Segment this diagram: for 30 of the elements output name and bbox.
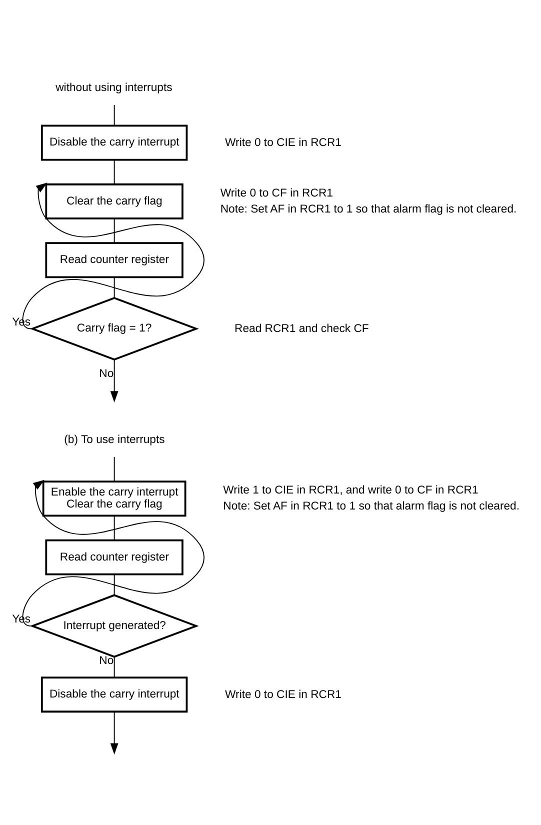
node-box: Disable the carry interrupt bbox=[40, 676, 188, 713]
connector bbox=[114, 656, 115, 678]
connector bbox=[114, 276, 115, 298]
edge-label: No bbox=[99, 368, 114, 380]
arrow bbox=[22, 480, 205, 626]
node-box: Clear the carry flag bbox=[45, 183, 184, 220]
node-box: Enable the carry interrupt Clear the carry flag bbox=[42, 480, 186, 517]
arrow bbox=[110, 711, 118, 755]
node-label: Write 0 to CIE in RCR1 bbox=[225, 688, 342, 701]
node-label: Read RCR1 and check CF bbox=[234, 323, 369, 336]
arrow bbox=[22, 182, 205, 330]
node-label: Write 0 to CIE in RCR1 bbox=[225, 137, 342, 150]
connector bbox=[114, 218, 115, 244]
node-box: Disable the carry interrupt bbox=[40, 124, 188, 161]
connector bbox=[114, 574, 115, 596]
connector bbox=[114, 159, 115, 185]
node-box: Read counter register bbox=[45, 539, 184, 576]
connector bbox=[114, 515, 115, 540]
node-label: Note: Set AF in RCR1 to 1 so that alarm flag is not cleared. bbox=[220, 203, 517, 216]
node-box: Read counter register bbox=[45, 242, 184, 278]
connector bbox=[114, 456, 115, 482]
node-label: Write 1 to CIE in RCR1, and write 0 to CF in RCR1 bbox=[223, 484, 478, 497]
node-label: Write 0 to CF in RCR1 bbox=[220, 187, 333, 200]
node-diamond: Carry flag = 1? bbox=[30, 296, 199, 360]
edge-label: No bbox=[99, 655, 114, 668]
node-text: (b) To use interrupts bbox=[64, 434, 165, 446]
arrow bbox=[110, 359, 118, 402]
connector bbox=[114, 104, 115, 126]
node-text: without using interrupts bbox=[56, 82, 172, 94]
node-label: Note: Set AF in RCR1 to 1 so that alarm flag is not cleared. bbox=[223, 500, 520, 513]
